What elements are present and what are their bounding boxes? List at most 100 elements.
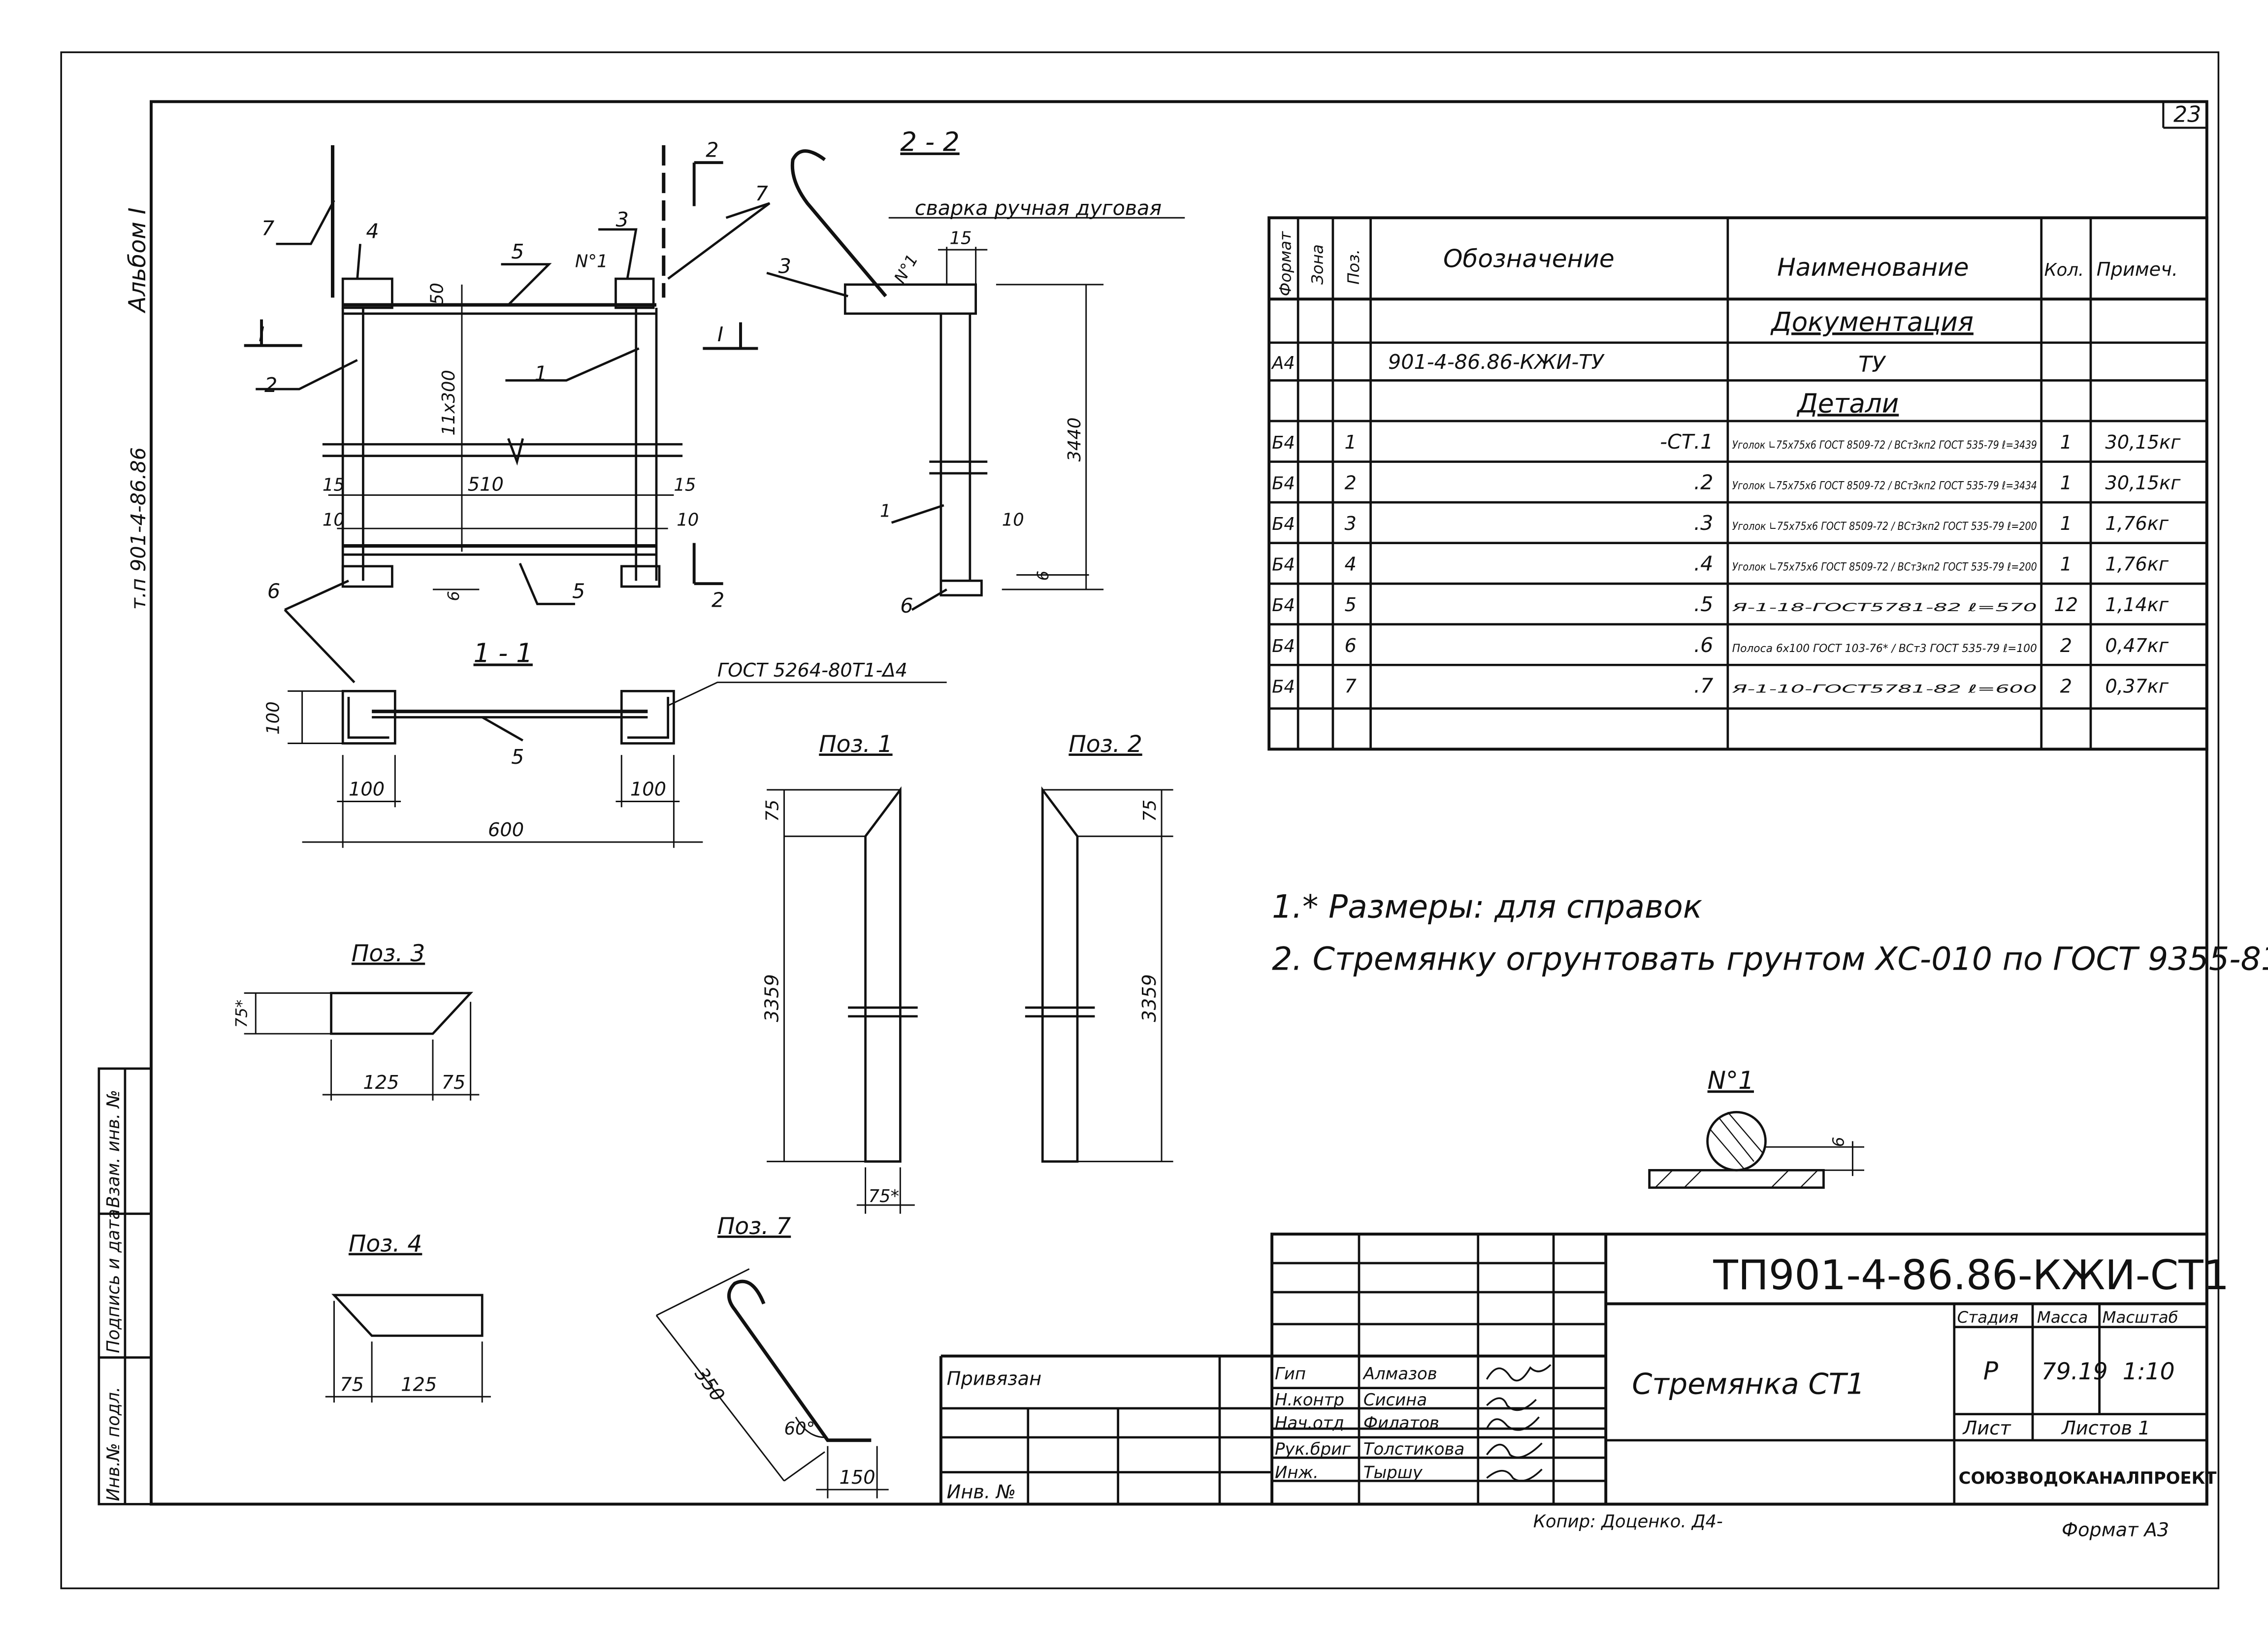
dim-10-left: 10	[323, 510, 345, 530]
callout-7-left: 7	[261, 217, 274, 240]
dim-10-right: 10	[677, 510, 699, 530]
side-code: т.п 901-4-86.86	[127, 447, 150, 610]
spec-row-code: .7	[1694, 674, 1713, 697]
node-1-title: N°1	[1708, 1066, 1754, 1095]
section-mark-2-top: 2	[706, 138, 718, 162]
inner-frame	[150, 100, 2208, 1506]
spec-section-details: Детали	[1796, 388, 1899, 419]
spec-row-name: Уголок ∟75х75х6 ГОСТ 8509-72 / ВСт3кп2 Г…	[1732, 439, 2037, 452]
section-2-2	[766, 149, 1185, 611]
spec-header-note: Примеч.	[2097, 259, 2178, 281]
spec-row-note: 30,15кг	[2105, 431, 2181, 454]
callout-7-right: 7	[755, 182, 768, 205]
section-1-1-title: 1 - 1	[474, 638, 533, 668]
inv-label: Инв. №	[947, 1481, 1016, 1503]
spec-row-pos: 7	[1345, 675, 1357, 697]
dim-75s-pos3: 75*	[232, 1000, 251, 1028]
spec-row-name: Я-1-10-ГОСТ5781-82 ℓ=600	[1731, 683, 2037, 695]
pos-7-title: Поз. 7	[717, 1213, 791, 1240]
spec-row-note: 0,37кг	[2105, 675, 2169, 697]
bound-label: Привязан	[947, 1368, 1042, 1390]
dim-3440: 3440	[1065, 418, 1085, 462]
spec-row-pos: 5	[1345, 594, 1357, 616]
spec-header-zone: Зона	[1308, 244, 1327, 285]
node-tag-section: N°1	[890, 251, 921, 287]
sheet-label: Лист	[1962, 1417, 2011, 1439]
album-label: Альбом I	[124, 207, 151, 314]
staff-name: Толстикова	[1363, 1439, 1464, 1459]
spec-row-name: Уголок ∟75х75х6 ГОСТ 8509-72 / ВСт3кп2 Г…	[1732, 561, 2037, 574]
staff-role: Нач.отд	[1275, 1413, 1344, 1433]
dim-15-right: 15	[674, 475, 696, 495]
copied-note: Копир: Доценко. Д4-	[1533, 1512, 1723, 1532]
spec-row-format: Б4	[1272, 514, 1295, 534]
spec-row-name: Полоса 6х100 ГОСТ 103-76* / ВСт3 ГОСТ 53…	[1732, 642, 2037, 655]
section-mark-I-left: I	[259, 323, 264, 346]
pos-3-title: Поз. 3	[352, 940, 425, 967]
dim-6-front: 6	[444, 591, 463, 601]
spec-row-pos: 4	[1345, 554, 1357, 576]
dim-100-left: 100	[349, 779, 385, 801]
sheet-number: 23	[2173, 102, 2201, 128]
dim-100-right: 100	[630, 779, 666, 801]
callout-3-section: 3	[778, 254, 791, 278]
pos-4-title: Поз. 4	[349, 1230, 422, 1257]
dim-75-pos4: 75	[340, 1373, 364, 1396]
spec-row-qty: 12	[2054, 594, 2078, 616]
spec-header-name: Наименование	[1777, 253, 1969, 282]
dim-50: 50	[427, 283, 448, 305]
staff-role: Рук.бриг	[1275, 1439, 1351, 1459]
callout-3: 3	[616, 208, 628, 231]
mass-value: 79.19	[2041, 1358, 2108, 1385]
pos-2-title: Поз. 2	[1069, 731, 1142, 758]
staff-role: Н.контр	[1275, 1390, 1344, 1409]
pos-7-view	[655, 1268, 889, 1499]
dim-3359-pos2: 3359	[1138, 974, 1161, 1022]
dim-510: 510	[468, 474, 504, 496]
callout-5-section: 5	[511, 745, 524, 769]
pos-2-view	[1025, 786, 1173, 1163]
spec-row-code: .6	[1694, 633, 1713, 657]
spec-row-pos: 1	[1345, 431, 1357, 454]
dim-75-pos2: 75	[1140, 800, 1160, 822]
spec-row-pos: 3	[1345, 513, 1357, 535]
spec-header-code: Обозначение	[1443, 244, 1615, 273]
pos-1-view	[767, 786, 918, 1214]
spec-row-note: 30,15кг	[2105, 472, 2181, 494]
spec-row-code: .2	[1694, 471, 1713, 494]
dim-6-node: 6	[1829, 1137, 1848, 1147]
spec-row-format: Б4	[1272, 433, 1295, 453]
scale-label: Масштаб	[2103, 1308, 2178, 1327]
dim-75-pos1: 75	[763, 800, 783, 822]
callout-5-bottom: 5	[572, 580, 585, 603]
spec-row-code: .5	[1694, 592, 1713, 616]
doc-code: ТП901-4-86.86-КЖИ-СТ1	[1713, 1252, 2229, 1299]
dim-60deg: 60°	[784, 1419, 815, 1439]
dim-150: 150	[839, 1466, 875, 1489]
note-1: 1.* Размеры: для справок	[1272, 888, 1702, 925]
spec-row-format: Б4	[1272, 555, 1295, 575]
spec-row-format: Б4	[1272, 677, 1295, 697]
dim-10-section: 10	[1002, 510, 1024, 530]
mass-label: Масса	[2037, 1308, 2088, 1327]
gost-weld: ГОСТ 5264-80Т1-Δ4	[717, 659, 907, 682]
spec-header-qty: Кол.	[2044, 260, 2084, 280]
spec-row-qty: 2	[2060, 635, 2072, 657]
staff-name: Сисина	[1363, 1390, 1427, 1409]
spec-section-doc: Документация	[1770, 307, 1974, 337]
spec-row-format: Б4	[1272, 474, 1295, 494]
spec-row-qty: 1	[2060, 513, 2072, 535]
dim-15-left: 15	[323, 475, 345, 495]
spec-row-note: 0,47кг	[2105, 635, 2169, 657]
dim-350: 350	[690, 1364, 729, 1406]
spec-row-note: 1,14кг	[2105, 594, 2169, 616]
front-view	[244, 145, 771, 684]
staff-role: Инж.	[1275, 1463, 1319, 1482]
left-strip-vzam: Взам. инв. №	[103, 1090, 124, 1208]
pos-4-view	[325, 1294, 491, 1403]
weld-note: сварка ручная дуговая	[915, 196, 1162, 220]
dim-75s-pos1: 75*	[868, 1186, 899, 1206]
stage-label: Стадия	[1957, 1308, 2018, 1327]
